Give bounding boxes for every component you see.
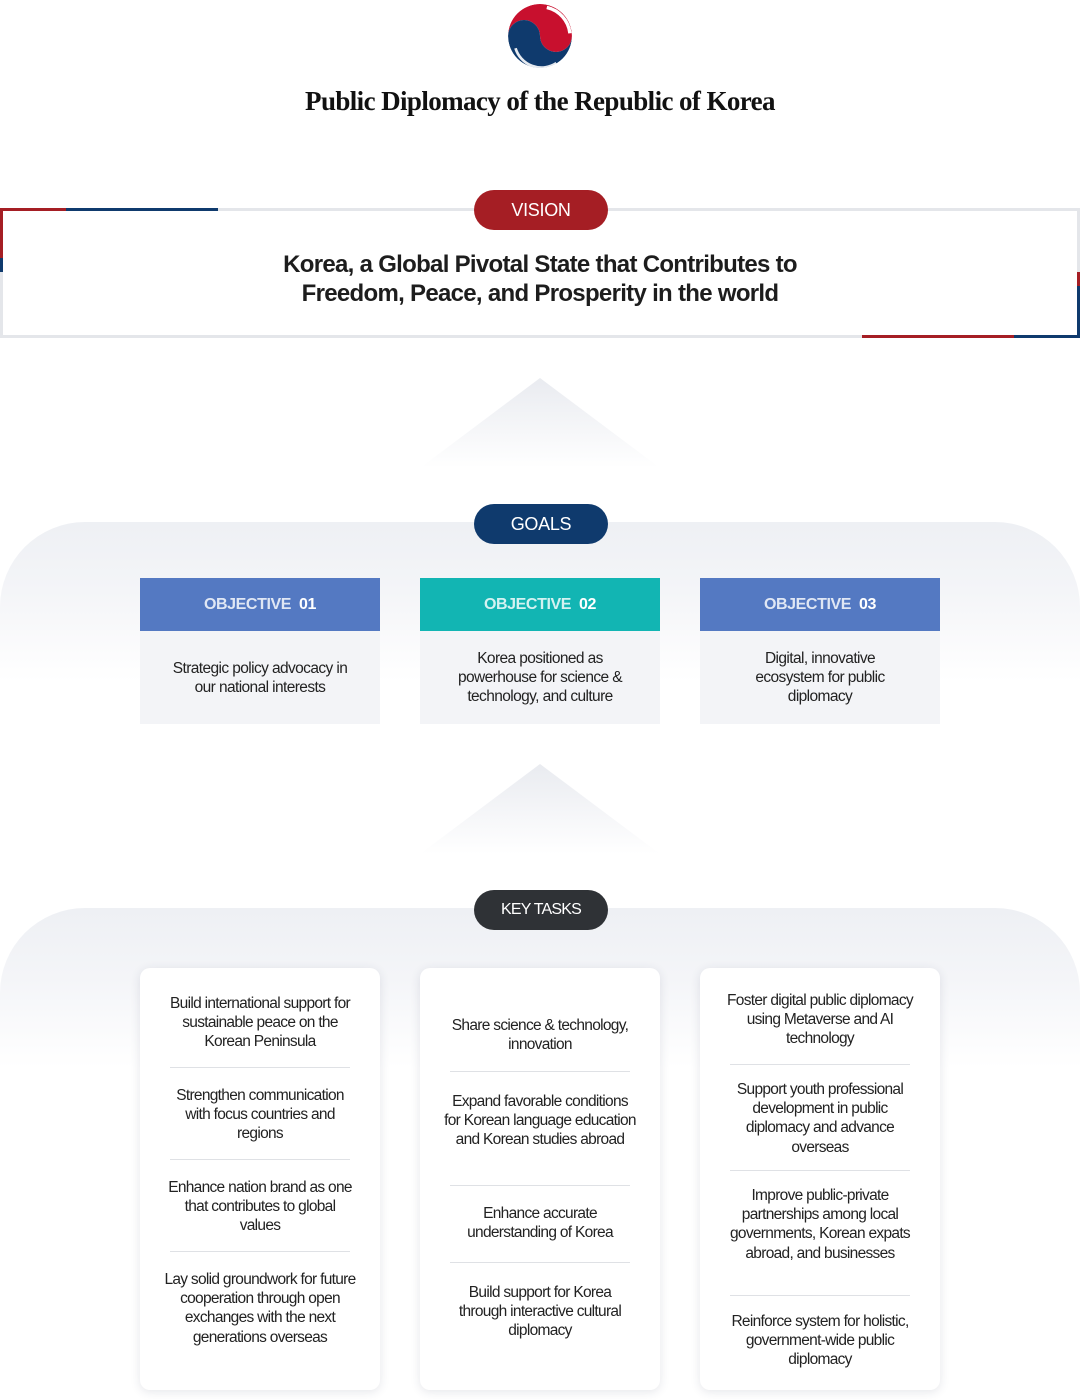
task-item: Strengthen communication with focus coun… xyxy=(176,1087,344,1143)
task-item: Lay solid groundwork for future cooperat… xyxy=(164,1271,356,1346)
vision-statement: Korea, a Global Pivotal State that Contr… xyxy=(140,250,940,308)
vision-line-1: Korea, a Global Pivotal State that Contr… xyxy=(283,251,797,278)
key-tasks-pill: KEY TASKS xyxy=(474,890,608,930)
objective-label: OBJECTIVE xyxy=(203,596,292,613)
objective-card-01: OBJECTIVE 01 Strategic policy advocacy in… xyxy=(140,578,380,724)
up-arrow-triangle-icon xyxy=(420,378,660,468)
objective-label: OBJECTIVE xyxy=(483,596,572,613)
task-item: Foster digital public diplomacy using Me… xyxy=(727,992,914,1048)
objective-header-02: OBJECTIVE 02 xyxy=(420,578,660,631)
task-divider xyxy=(730,1295,910,1296)
task-divider xyxy=(170,1067,350,1068)
page-title: Public Diplomacy of the Republic of Kore… xyxy=(305,86,775,116)
task-item: Build support for Korea through interact… xyxy=(458,1284,622,1340)
task-item: Enhance nation brand as one that contrib… xyxy=(168,1179,352,1235)
objective-number: 02 xyxy=(579,596,597,613)
vision-pill: VISION xyxy=(474,190,608,230)
task-item: Support youth professional development i… xyxy=(736,1081,904,1156)
objective-number: 01 xyxy=(299,596,317,613)
objective-text-01: Strategic policy advocacy in our nationa… xyxy=(172,659,348,696)
task-divider xyxy=(450,1185,630,1186)
task-card-1: Build international support for sustaina… xyxy=(140,968,380,1390)
goals-pill: GOALS xyxy=(474,504,608,544)
vision-accent-red-bottom xyxy=(862,335,1014,338)
vision-accent-navy-top xyxy=(66,208,218,211)
vision-line-2: Freedom, Peace, and Prosperity in the wo… xyxy=(301,280,779,307)
objective-number: 03 xyxy=(859,596,877,613)
task-item: Expand favorable conditions for Korean l… xyxy=(444,1093,636,1149)
task-divider xyxy=(450,1262,630,1263)
task-divider xyxy=(170,1159,350,1160)
task-divider xyxy=(450,1071,630,1072)
vision-accent-navy-right xyxy=(1077,286,1080,338)
objective-card-02: OBJECTIVE 02 Korea positioned as powerhou… xyxy=(420,578,660,724)
task-divider xyxy=(730,1064,910,1065)
task-card-3: Foster digital public diplomacy using Me… xyxy=(700,968,940,1390)
task-divider xyxy=(170,1251,350,1252)
task-item: Enhance accurate understanding of Korea xyxy=(467,1205,613,1242)
objective-header-01: OBJECTIVE 01 xyxy=(140,578,380,631)
objective-label: OBJECTIVE xyxy=(763,596,852,613)
taegeuk-emblem-icon xyxy=(508,4,572,68)
task-card-2: Share science & technology, innovation E… xyxy=(420,968,660,1390)
task-item: Build international support for sustaina… xyxy=(170,995,351,1051)
task-item: Reinforce system for holistic, governmen… xyxy=(731,1313,909,1369)
task-divider xyxy=(730,1170,910,1171)
objective-text-02: Korea positioned as powerhouse for scien… xyxy=(458,650,623,705)
up-arrow-triangle-icon xyxy=(420,764,660,854)
vision-accent-red-left xyxy=(0,208,3,258)
objective-header-03: OBJECTIVE 03 xyxy=(700,578,940,631)
vision-accent-navy-bottom xyxy=(1014,335,1080,338)
objective-card-03: OBJECTIVE 03 Digital, innovative ecosyste… xyxy=(700,578,940,724)
vision-accent-red-top xyxy=(0,208,66,211)
objective-text-03: Digital, innovative ecosystem for public… xyxy=(755,650,885,705)
vision-accent-red-right xyxy=(1077,272,1080,286)
task-item: Improve public-private partnerships amon… xyxy=(730,1187,911,1262)
vision-accent-navy-left xyxy=(0,258,3,272)
task-item: Share science & technology, innovation xyxy=(451,1017,629,1054)
